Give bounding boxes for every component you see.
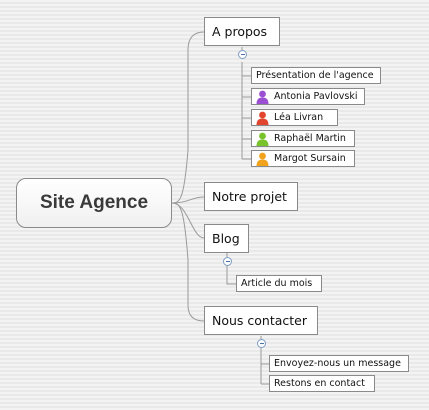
subtopic-presentation[interactable]: Présentation de l'agence (251, 67, 381, 84)
connector-blog-children (226, 253, 236, 285)
topic-notre-projet[interactable]: Notre projet (204, 182, 298, 211)
subtopic-raphael-martin-label: Raphaël Martin (274, 133, 346, 144)
subtopic-raphael-martin[interactable]: Raphaël Martin (251, 130, 355, 147)
connector-apropos-children (241, 47, 251, 160)
subtopic-restons-en-contact[interactable]: Restons en contact (269, 375, 375, 392)
connector-apropos (171, 31, 205, 204)
subtopic-article-du-mois-label: Article du mois (241, 278, 313, 289)
subtopic-article-du-mois[interactable]: Article du mois (236, 275, 322, 292)
topic-blog-label: Blog (212, 231, 240, 246)
subtopic-margot-sursain[interactable]: Margot Sursain (251, 150, 355, 167)
subtopic-lea-livran[interactable]: Léa Livran (251, 109, 338, 126)
connector-contact-children (260, 336, 269, 385)
central-topic[interactable]: Site Agence (16, 178, 172, 228)
connector-projet (171, 196, 205, 204)
central-topic-label: Site Agence (39, 192, 149, 213)
connector-blog (171, 202, 205, 239)
subtopic-envoyez-nous-un-message-label: Envoyez-nous un message (274, 358, 401, 369)
person-purple-icon (256, 90, 269, 104)
topic-nous-contacter-label: Nous contacter (212, 313, 308, 328)
subtopic-presentation-label: Présentation de l'agence (256, 70, 374, 81)
topic-blog[interactable]: Blog (204, 224, 249, 253)
collapse-blog-icon[interactable] (223, 257, 232, 266)
topic-notre-projet-label: Notre projet (212, 189, 287, 204)
person-red-icon (256, 111, 269, 125)
person-green-icon (256, 132, 269, 146)
topic-a-propos-label: A propos (212, 24, 268, 39)
subtopic-envoyez-nous-un-message[interactable]: Envoyez-nous un message (269, 355, 409, 372)
subtopic-restons-en-contact-label: Restons en contact (274, 378, 365, 389)
connector-contact (171, 202, 205, 322)
topic-nous-contacter[interactable]: Nous contacter (204, 306, 318, 335)
topic-a-propos[interactable]: A propos (204, 17, 280, 46)
subtopic-antonia-pavlovski-label: Antonia Pavlovski (274, 91, 358, 102)
subtopic-antonia-pavlovski[interactable]: Antonia Pavlovski (251, 88, 365, 105)
collapse-nous-contacter-icon[interactable] (257, 339, 266, 348)
collapse-a-propos-icon[interactable] (238, 50, 247, 59)
subtopic-margot-sursain-label: Margot Sursain (274, 153, 346, 164)
subtopic-lea-livran-label: Léa Livran (274, 112, 324, 123)
person-orange-icon (256, 152, 269, 166)
